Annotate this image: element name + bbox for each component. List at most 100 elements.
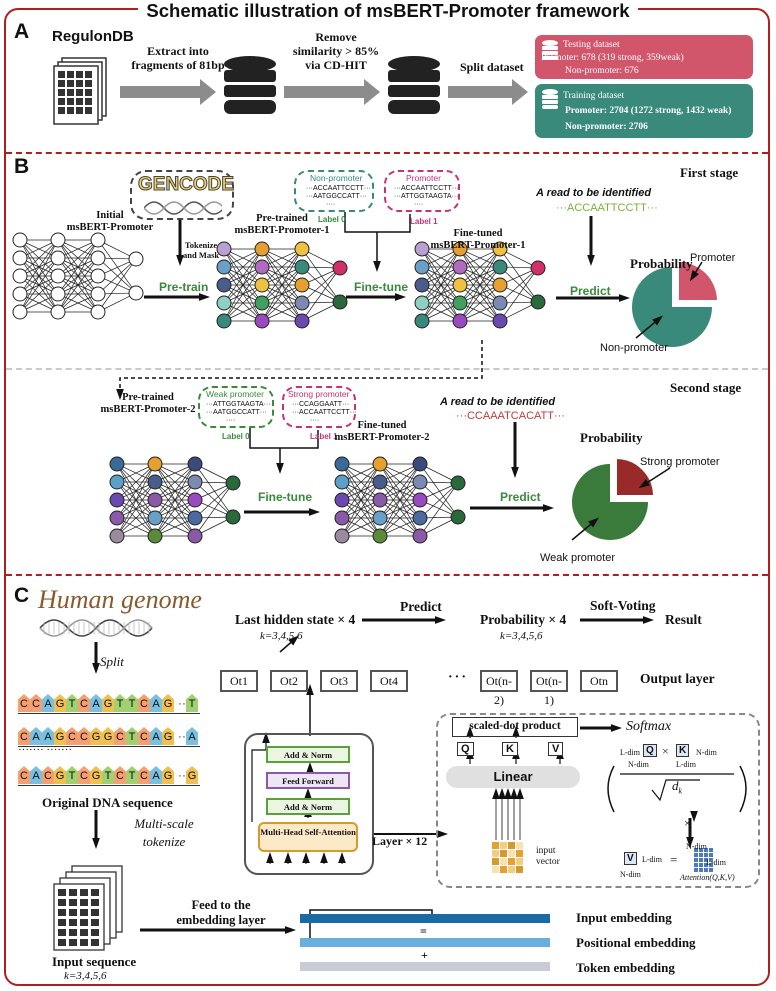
nucleotide: A	[186, 727, 198, 745]
nucleotide: T	[66, 694, 78, 712]
nucleotide: A	[42, 694, 54, 712]
predict-arrow-c	[362, 616, 446, 624]
read-seq-1: ···ACCAATTCCTT···	[556, 202, 658, 214]
gencode-logo: GENCODE	[137, 174, 235, 196]
nucleotide: C	[114, 727, 126, 745]
vector-up-arrow	[504, 788, 512, 840]
nucleotide: T	[186, 694, 198, 712]
nucleotide: T	[102, 766, 114, 784]
input-vector-grid	[492, 842, 523, 873]
network-node	[147, 474, 163, 490]
pie2-strong-pointer	[638, 467, 671, 489]
label-bracket-1	[344, 212, 411, 233]
formula-dk: dk	[672, 778, 683, 796]
dot-to-softmax	[580, 724, 622, 732]
network-node	[254, 259, 270, 275]
divider-bc	[6, 574, 768, 576]
formula-n-dim-2: N-dim	[628, 760, 649, 769]
network-node	[109, 492, 125, 508]
network-node	[452, 259, 468, 275]
formula-l-dim-2: L-dim	[676, 760, 696, 769]
nucleotide: T	[126, 727, 138, 745]
network-node	[50, 250, 66, 266]
vector-up-arrow	[492, 788, 500, 840]
pretrain-label: Pre-train	[159, 280, 209, 294]
network-node	[334, 474, 350, 490]
pie-main-slice	[632, 267, 712, 347]
token-embedding-label: Token embedding	[576, 960, 675, 975]
divider-stages	[6, 368, 768, 370]
network-node	[492, 277, 508, 293]
regulondb-label: RegulonDB	[52, 28, 134, 45]
stage-link-head	[116, 388, 124, 400]
stage-link	[119, 340, 483, 392]
database-icon	[542, 40, 558, 60]
token-embedding-bar	[300, 962, 550, 971]
network-node	[147, 528, 163, 544]
output-layer-label: Output layer	[640, 671, 715, 686]
panel-a-graphics	[53, 56, 528, 125]
network-node	[147, 510, 163, 526]
nucleotide: G	[162, 727, 174, 745]
network-node	[492, 295, 508, 311]
network-node	[294, 241, 310, 257]
formula-times: ×	[662, 744, 669, 758]
input-embedding-label: Input embedding	[576, 910, 672, 925]
read-seq-2: ···CCAAATCACATT···	[456, 410, 565, 422]
network-node	[332, 260, 348, 276]
formula-k: K	[676, 744, 690, 757]
nucleotide: C	[114, 766, 126, 784]
nucleotide: A	[150, 727, 162, 745]
weak-promoter-box: Weak promoter ···ATTGGTAAGTA··· ···AATGG…	[198, 386, 274, 428]
network-node	[412, 510, 428, 526]
network-node	[492, 241, 508, 257]
nucleotide: G	[54, 727, 66, 745]
finetune-arrow-1	[346, 293, 406, 301]
network-node	[50, 232, 66, 248]
nucleotide: ·	[178, 698, 182, 710]
network-node	[412, 528, 428, 544]
tokenize-arrow-c	[92, 810, 100, 849]
nucleotide: A	[42, 727, 54, 745]
network-node	[50, 304, 66, 320]
network-node	[452, 313, 468, 329]
network-node	[492, 259, 508, 275]
training-dataset-box: Training dataset Promoter: 2704 (1272 st…	[535, 84, 753, 138]
nucleotide: ·	[178, 770, 182, 782]
gencode-box: GENCODE	[130, 170, 235, 220]
nucleotide: C	[18, 766, 30, 784]
predict-label-2: Predict	[500, 490, 541, 504]
feed-arrow	[140, 926, 296, 934]
network-node	[530, 260, 546, 276]
network-node	[109, 528, 125, 544]
label-arrow-2	[276, 448, 284, 474]
finetune-arrow-2	[244, 508, 320, 516]
network-node	[50, 286, 66, 302]
network-node	[109, 474, 125, 490]
pie2-strong-label: Strong promoter	[640, 456, 720, 468]
nucleotide: C	[42, 766, 54, 784]
output-cell: Otn	[580, 670, 618, 692]
softmax-times: ×	[684, 816, 691, 830]
output-cell: Ot3	[320, 670, 358, 692]
network-node	[216, 313, 232, 329]
non-promoter-box: Non-promoter ···ACCAATTCCTT··· ···AATGGC…	[294, 170, 374, 212]
nucleotide: G	[102, 727, 114, 745]
layer-x12-label: Layer × 12	[372, 834, 428, 848]
label-bracket-2	[249, 428, 319, 449]
network-node	[414, 277, 430, 293]
original-dna-label: Original DNA sequence	[42, 795, 173, 810]
sequence-baseline	[18, 713, 200, 714]
mhsa-input-arrow	[338, 852, 346, 864]
divider-ab	[6, 152, 768, 154]
result-v: V	[624, 852, 637, 865]
network-node	[216, 241, 232, 257]
sequence-baseline	[18, 785, 200, 786]
input-embedding-bar	[300, 914, 550, 923]
